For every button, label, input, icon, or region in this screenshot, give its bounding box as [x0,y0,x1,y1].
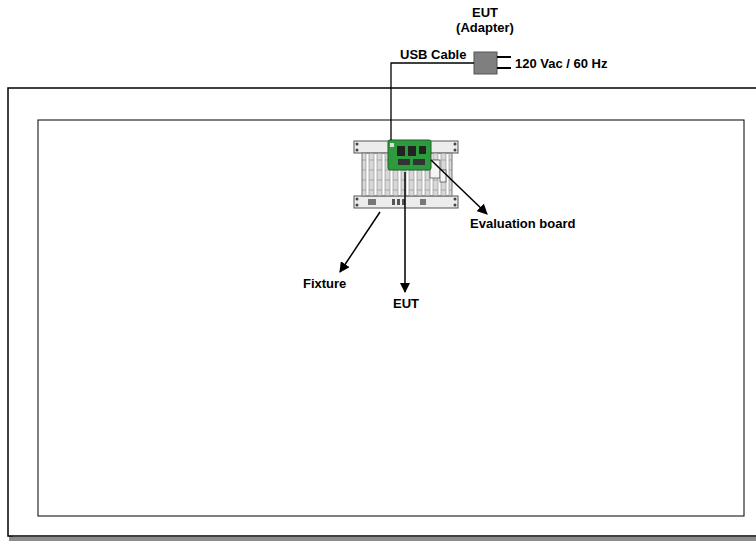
leader-arrow [404,172,406,292]
label: EUT [393,296,419,311]
label: 120 Vac / 60 Hz [515,56,608,71]
label: USB Cable [400,47,466,62]
evaluation-board [388,140,431,170]
fixture [354,141,458,208]
leader-arrow [340,212,380,272]
label: Fixture [303,276,346,291]
usb-cable [391,63,474,140]
adapter [474,52,511,74]
ground-plane [8,88,756,539]
label: EUT (Adapter) [449,5,521,35]
label: Evaluation board [470,216,575,231]
leader-arrow [431,160,487,214]
